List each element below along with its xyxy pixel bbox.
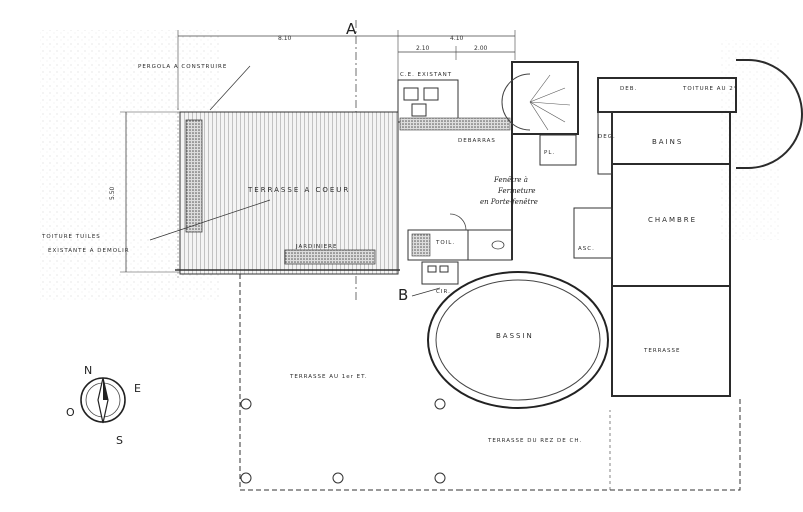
left-dimension: 5.50	[109, 111, 180, 273]
label-jardiniere: JARDINIERE	[295, 244, 337, 250]
label-debarras: DEBARRAS	[458, 138, 496, 144]
label-deg: DEG.	[598, 134, 616, 140]
section-line-b	[411, 287, 441, 297]
toilet-block	[407, 213, 513, 285]
label-cir: CIR.	[436, 289, 451, 295]
label-pl: PL.	[544, 150, 555, 156]
label-toiture-2e: TOITURE AU 2°	[682, 86, 738, 92]
section-mark-a: A	[346, 20, 357, 38]
terrace-ground-floor	[458, 396, 741, 491]
pergola-leader	[209, 65, 251, 111]
dim-sub-b: 2.00	[474, 45, 488, 52]
label-toiture-line2: EXISTANTE A DEMOLIR	[48, 248, 130, 254]
terrace-first-floor	[239, 274, 458, 491]
dim-sub-a: 2.10	[416, 45, 430, 52]
compass-rose: N E S O	[66, 364, 141, 447]
basin	[427, 271, 609, 409]
label-terrasse-rdc: TERRASSE DU REZ DE CH.	[487, 438, 582, 444]
label-deb: DEB.	[620, 86, 637, 92]
note-line-2: Fermeture	[497, 187, 536, 195]
planter-left	[185, 119, 203, 233]
staircase	[501, 61, 579, 135]
label-terrasse-coeur: TERRASSE A COEUR	[247, 186, 350, 194]
label-asc: ASC.	[578, 246, 595, 252]
label-bassin: BASSIN	[496, 332, 534, 340]
label-chambre: CHAMBRE	[648, 216, 697, 224]
note-line-1: Fenêtre à	[493, 176, 528, 184]
compass-e: E	[134, 382, 141, 395]
compass-o: O	[66, 406, 75, 419]
dim-top-overall: 8.10	[278, 35, 292, 42]
note-line-3: en Porte-fenêtre	[480, 198, 538, 206]
label-toil: TOIL.	[435, 240, 455, 246]
label-pergola: PERGOLA A CONSTRUIRE	[138, 64, 227, 70]
label-terrasse-1er: TERRASSE AU 1er ET.	[289, 374, 368, 380]
label-ce-existant: C.E. EXISTANT	[400, 72, 452, 78]
dim-left-vertical: 5.50	[109, 186, 116, 200]
dim-top-right: 4.10	[450, 35, 464, 42]
label-terrasse-right: TERRASSE	[643, 348, 680, 354]
label-bains: BAINS	[652, 138, 683, 146]
section-mark-b: B	[398, 286, 408, 304]
pergola-terrace	[179, 111, 399, 275]
handwritten-note: Fenêtre à Fermeture en Porte-fenêtre	[480, 176, 538, 206]
compass-s: S	[116, 434, 123, 447]
compass-n: N	[84, 364, 92, 377]
toiture-leader	[149, 199, 271, 241]
right-building	[511, 59, 803, 397]
top-dimension: 8.10 4.10 2.10 2.00	[177, 30, 516, 280]
ce-existant-block	[397, 79, 511, 131]
jardiniere-box	[284, 249, 376, 265]
label-toiture-line1: TOITURE TUILES	[41, 234, 101, 240]
